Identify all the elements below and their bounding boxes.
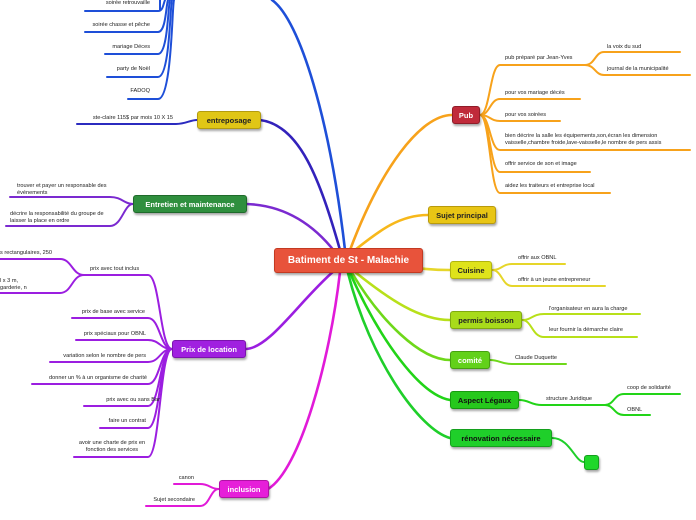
leaf-soiree-retrouvaille[interactable]: soirée retrouvaille [105, 0, 150, 6]
leaf-demarche-claire[interactable]: leur fournir la démarche claire [549, 327, 623, 333]
branch-sujet-principal[interactable]: Sujet principal [428, 206, 496, 224]
leaf-charte-prix[interactable]: avoir une charte de prix en fonction des… [78, 440, 146, 453]
leaf-prix-speciaux[interactable]: prix spéciaux pour OBNL [83, 331, 146, 337]
leaf-claude-duquette[interactable]: Claude Duquette [515, 355, 557, 361]
leaf-traiteurs[interactable]: aidez les traiteurs et entreprise local [505, 183, 595, 189]
leaf-mariage-deces-pub[interactable]: pour vos mariage décès [505, 90, 565, 96]
leaf-party-noel[interactable]: party de Noël [116, 66, 150, 72]
branch-entreposage[interactable]: entreposage [197, 111, 261, 129]
branch-inclusion[interactable]: inclusion [219, 480, 269, 498]
central-topic[interactable]: Batiment de St - Malachie [274, 248, 423, 273]
leaf-variation-pers[interactable]: variation selon le nombre de pers [63, 353, 146, 359]
leaf-garderie[interactable]: l x 3 m, garderie, n [0, 278, 27, 291]
leaf-decrire-responsabilite[interactable]: décrire la responsabilité du groupe de l… [10, 211, 104, 224]
leaf-fadoq[interactable]: FADOQ [130, 88, 150, 94]
branch-pub[interactable]: Pub [452, 106, 480, 124]
leaf-rectangulaires[interactable]: s rectangulaires, 250 [0, 250, 52, 256]
branch-cuisine[interactable]: Cuisine [450, 261, 492, 279]
leaf-obnl-legal[interactable]: OBNL [627, 407, 643, 413]
leaf-faire-contrat[interactable]: faire un contrat [108, 418, 146, 424]
leaf-service-son-image[interactable]: offrir service de son et image [505, 161, 577, 167]
branch-permis-boisson[interactable]: permis boisson [450, 311, 522, 329]
leaf-organisateur-charge[interactable]: l'organisateur en aura la charge [549, 306, 628, 312]
leaf-structure-juridique[interactable]: structure Juridique [546, 396, 593, 402]
leaf-journal-municipalite[interactable]: journal de la municipalité [607, 66, 669, 72]
leaf-voix-du-sud[interactable]: la voix du sud [607, 44, 642, 50]
branch-entretien[interactable]: Entretien et maintenance [133, 195, 247, 213]
leaf-coop-solidarite[interactable]: coop de solidarité [627, 385, 671, 391]
leaf-vos-soirees[interactable]: pour vos soirées [505, 112, 547, 118]
leaf-pub-jean-yves[interactable]: pub préparé par Jean-Yves [505, 55, 573, 61]
branch-prix-location[interactable]: Prix de location [172, 340, 246, 358]
leaf-soiree-chasse[interactable]: soirée chasse et pêche [92, 22, 150, 28]
leaf-prix-base[interactable]: prix de base avec service [81, 309, 145, 315]
leaf-avec-sans-bar[interactable]: prix avec ou sans Bar [106, 397, 160, 403]
empty-topic-node[interactable] [584, 455, 599, 470]
branch-aspect-legaux[interactable]: Aspect Légaux [450, 391, 519, 409]
leaf-jeune-entrepreneur[interactable]: offrir à un jeune entrepreneur [518, 277, 591, 283]
leaf-trouver-responsable[interactable]: trouver et payer un responsable des évén… [17, 183, 107, 196]
leaf-prix-tout-inclus[interactable]: prix avec tout inclus [90, 266, 140, 272]
branch-comite[interactable]: comité [450, 351, 490, 369]
leaf-decrire-salle[interactable]: bien décrire la salle les équipements,so… [505, 133, 662, 146]
leaf-mariage-deces[interactable]: mariage Déces [112, 44, 150, 50]
leaf-ste-claire[interactable]: ste-claire 115$ par mois 10 X 15 [92, 115, 173, 121]
leaf-sujet-secondaire[interactable]: Sujet secondaire [153, 497, 195, 503]
leaf-canon[interactable]: canon [178, 475, 194, 481]
leaf-donner-pourcentage[interactable]: donner un % à un organisme de charité [49, 375, 147, 381]
branch-renovation[interactable]: rénovation nécessaire [450, 429, 552, 447]
leaf-offrir-obnl[interactable]: offrir aux OBNL [518, 255, 557, 261]
